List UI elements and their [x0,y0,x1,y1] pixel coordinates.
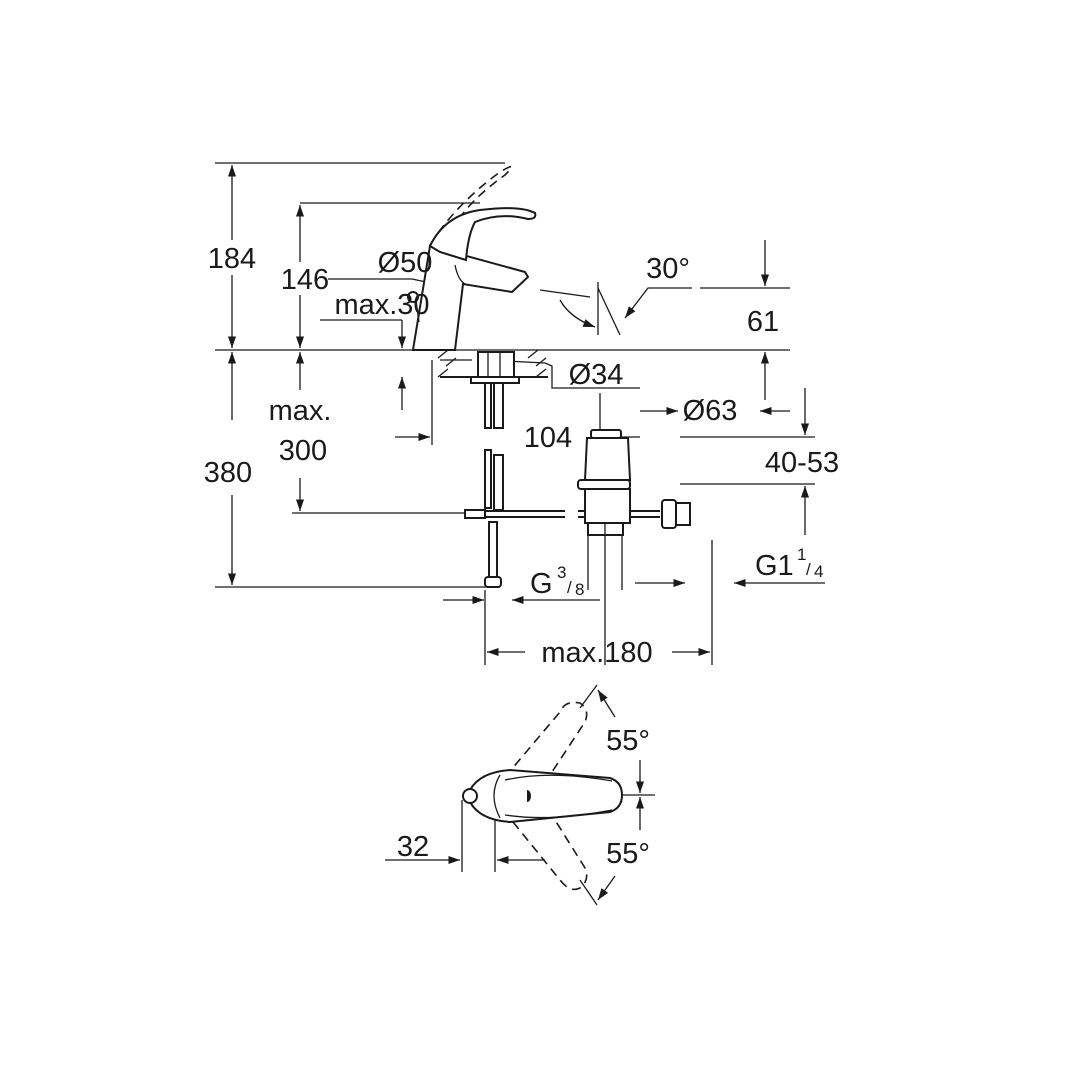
dim-380: 380 [204,457,252,489]
thread-numerator: 3 [557,563,566,582]
thread-slash: / [806,560,811,579]
thread-numerator: 1 [797,545,806,564]
dim-d63: Ø63 [683,395,738,427]
thread-letter: G [530,568,553,600]
thread-denominator: 8 [575,580,584,599]
dim-32: 32 [397,831,429,863]
dim-max30: max.30 [334,289,429,321]
dim-d34: Ø34 [569,359,624,391]
side-view-labels: 184 146 Ø50 max.30 30° 61 Ø34 max. 300 1… [204,243,839,669]
dim-40-53: 40-53 [765,447,839,479]
thread-slash: / [567,578,572,597]
extension-lines [215,162,815,665]
dim-d50: Ø50 [378,247,433,279]
dim-g3-8: G 3 / 8 [530,563,584,600]
dim-61: 61 [747,306,779,338]
dim-55deg-lower: 55° [606,838,650,870]
dim-30deg: 30° [646,253,690,285]
thread-letter: G1 [755,550,794,582]
top-view: 32 55° 55° [385,684,655,906]
dim-55deg-upper: 55° [606,725,650,757]
thread-denominator: 4 [814,562,823,581]
dim-146: 146 [281,264,329,296]
dim-max180: max.180 [541,637,652,669]
dim-300: 300 [279,435,327,467]
dim-184: 184 [208,243,256,275]
waste-fitting [577,429,691,665]
dim-104: 104 [524,422,572,454]
dim-max-label: max. [269,395,332,427]
dim-g1-1-4: G1 1 / 4 [755,545,823,582]
